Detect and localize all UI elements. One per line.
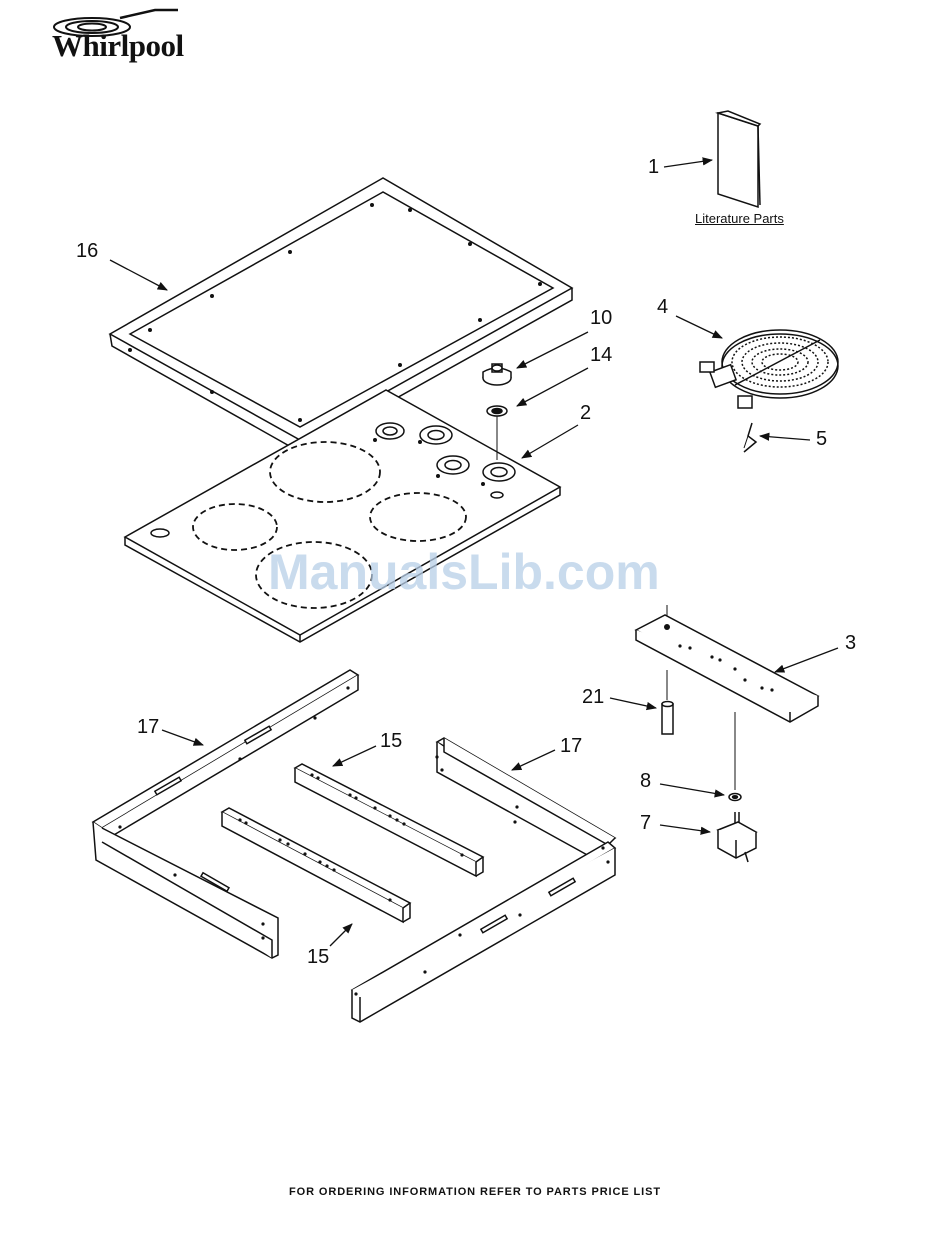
literature-booklet-part — [718, 111, 760, 207]
callout-10: 10 — [590, 307, 612, 330]
glass-cooktop-part — [125, 390, 560, 642]
brand-logo-text: Whirlpool — [52, 28, 184, 64]
callout-14: 14 — [590, 344, 612, 367]
infinite-switch-part — [718, 812, 756, 862]
callout-5: 5 — [816, 428, 827, 451]
callout-4: 4 — [657, 296, 668, 319]
callout-15-upper: 15 — [380, 730, 402, 753]
control-knob-part — [483, 364, 511, 385]
callout-16: 16 — [76, 240, 98, 263]
literature-parts-caption: Literature Parts — [695, 211, 784, 226]
spacer-post-part — [662, 670, 673, 734]
radiant-surface-element-part — [700, 330, 838, 408]
terminal-clip-part — [744, 423, 756, 452]
ordering-information-footer: FOR ORDERING INFORMATION REFER TO PARTS … — [0, 1186, 950, 1198]
callout-15-lower: 15 — [307, 946, 329, 969]
callout-17-right: 17 — [560, 735, 582, 758]
washer-part — [729, 794, 741, 801]
side-rail-right-part — [352, 738, 615, 1022]
callout-2: 2 — [580, 402, 591, 425]
callout-7: 7 — [640, 812, 651, 835]
watermark-text: ManualsLib.com — [268, 543, 660, 601]
callout-17-left: 17 — [137, 716, 159, 739]
callout-1: 1 — [648, 156, 659, 179]
callout-21: 21 — [582, 686, 604, 709]
callout-8: 8 — [640, 770, 651, 793]
callout-3: 3 — [845, 632, 856, 655]
